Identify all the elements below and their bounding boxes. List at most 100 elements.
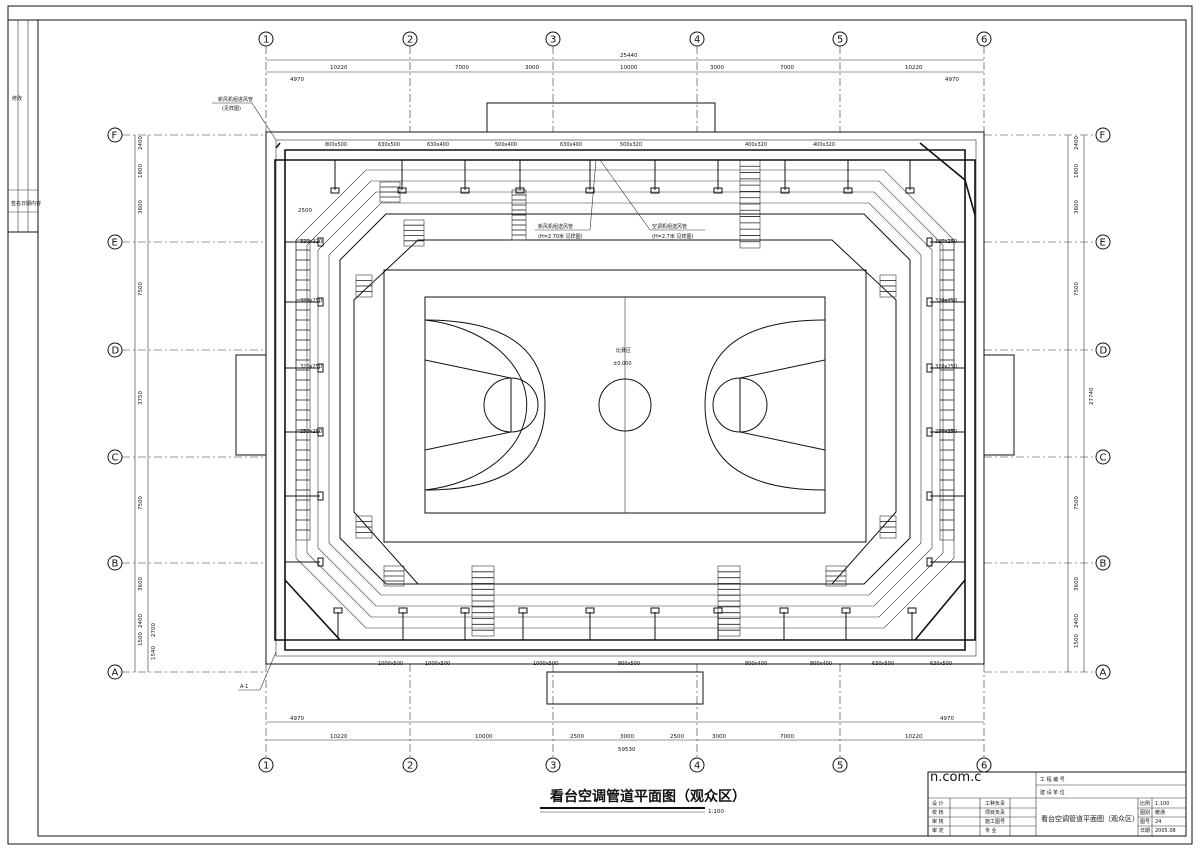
- diffuser-top-8: [780, 187, 790, 194]
- bottom-entrance: [546, 671, 704, 705]
- dim-bottom-seg-1: 10220: [330, 734, 348, 740]
- axis-label-row-D-right: D: [1100, 346, 1108, 357]
- left-revision-strip: 修改 签名 日期 内容: [7, 19, 41, 233]
- dim-right-9: 1500: [1074, 634, 1080, 648]
- tb-design: 设 计: [932, 800, 944, 807]
- axis-bubble-row-A-right: [1095, 664, 1111, 680]
- strip-label-2: 签名: [11, 200, 21, 207]
- tb-meta-type-label: 图别: [1140, 809, 1150, 816]
- axis-label-row-B-left: B: [112, 559, 119, 570]
- axis-label-col-4-bottom: 4: [694, 761, 700, 772]
- note-top-left: 新风机组进风管: [218, 96, 253, 103]
- dim-top-seg-1: 10220: [330, 65, 348, 71]
- axis-label-row-F-left: F: [112, 131, 118, 142]
- stair-tl-1: [403, 219, 425, 247]
- duct-label-right-2: 320x250: [935, 298, 957, 304]
- dim-left-5: 3750: [138, 391, 144, 405]
- title-block: 设 计 校 核 审 核 审 定 工种负责 项目负责 施工图号 专 业 工 程 编…: [927, 770, 1187, 837]
- dim-left-1: 2400: [138, 136, 144, 150]
- diffuser-left-1: [317, 237, 324, 247]
- dimension-left: 2400180036007500375075003600240015002700…: [134, 135, 157, 672]
- dim-top-seg-2: 7000: [455, 65, 469, 71]
- stairs: [295, 159, 955, 637]
- axis-bubble-col-1-bottom: [258, 757, 274, 773]
- arena-floor: [383, 269, 867, 543]
- axis-bubble-row-C-left: [107, 449, 123, 465]
- dim-right-5: 27740: [1089, 387, 1095, 405]
- diffuser-top-9: [843, 187, 853, 194]
- tb-project-lead: 项目负责: [985, 809, 1005, 816]
- drawing-title-area: 看台空调管道平面图（观众区） 1:100: [540, 788, 746, 815]
- tb-check: 校 核: [932, 809, 944, 816]
- axis-bubble-row-A-left: [107, 664, 123, 680]
- dim-bottom-total: 59530: [618, 747, 636, 753]
- diffuser-bottom-10: [907, 607, 917, 614]
- strip-label-4: 内容: [31, 200, 41, 207]
- note-left-dim: 2500: [298, 208, 312, 214]
- axis-label-col-3-top: 3: [550, 35, 556, 46]
- duct-label-right-4: 250x250: [935, 429, 957, 435]
- duct-label-top-2: 630x500: [378, 142, 400, 148]
- duct-label-top-8: 400x320: [813, 142, 835, 148]
- air-ducts: [274, 142, 976, 651]
- dim-left-4: 7500: [138, 282, 144, 296]
- diffuser-top-7: [713, 187, 723, 194]
- diffuser-top-1: [330, 187, 340, 194]
- diffuser-right-6: [926, 557, 933, 567]
- duct-label-bottom-6: 800x400: [810, 661, 832, 667]
- diffuser-top-10: [905, 187, 915, 194]
- dim-bottom-seg-2: 10000: [475, 734, 493, 740]
- axis-label-col-3-bottom: 3: [550, 761, 556, 772]
- inner-border: [37, 19, 1187, 837]
- seating-tier-3: [317, 191, 933, 607]
- left-entrance: [235, 354, 267, 456]
- tb-approve: 审 定: [932, 827, 944, 834]
- dim-top-seg-4: 10000: [620, 65, 638, 71]
- tb-meta-date-label: 日期: [1140, 828, 1150, 834]
- dim-right-2: 1800: [1074, 164, 1080, 178]
- dim-top-seg-5: 3000: [710, 65, 724, 71]
- duct-label-bottom-8: 630x500: [930, 661, 952, 667]
- axis-label-row-C-left: C: [112, 453, 119, 464]
- tb-discipline-lead: 工种负责: [985, 800, 1005, 807]
- diffuser-bottom-6: [650, 607, 660, 614]
- tb-meta-date: 2005.08: [1155, 828, 1176, 834]
- left-duct: [274, 159, 286, 641]
- axis-label-col-4-top: 4: [694, 35, 700, 46]
- duct-label-top-7: 400x320: [745, 142, 767, 148]
- dim-left-11: 1540: [151, 646, 157, 660]
- diffuser-right-5: [926, 491, 933, 501]
- axis-label-col-1-top: 1: [263, 35, 269, 46]
- tb-meta-scale: 1:100: [1155, 801, 1169, 807]
- duct-branches: [285, 160, 965, 640]
- axis-label-row-F-right: F: [1100, 131, 1106, 142]
- tb-client: 建 设 单 位: [1040, 789, 1065, 796]
- dimension-top: 25440 10220 7000 3000 10000 3000 7000 10…: [266, 53, 984, 83]
- duct-label-right-1: 320x250: [935, 239, 957, 245]
- dim-bottom-seg-3: 2500: [570, 734, 584, 740]
- dim-left-6: 7500: [138, 496, 144, 510]
- axis-label-row-A-right: A: [1100, 668, 1107, 679]
- dim-left-9: 1500: [138, 632, 144, 646]
- dim-bottom-seg-7: 7000: [780, 734, 794, 740]
- dimension-bottom: 4970 4970 10220 10000 2500 3000 2500 300…: [266, 716, 984, 753]
- diffuser-left-2: [317, 297, 324, 307]
- axis-bubble-col-5-bottom: [832, 757, 848, 773]
- diffuser-left-5: [317, 491, 324, 501]
- dim-left-8: 2400: [138, 614, 144, 628]
- axis-bubble-row-D-left: [107, 342, 123, 358]
- diffuser-bottom-2: [398, 607, 408, 614]
- diffuser-top-2: [397, 187, 407, 194]
- duct-label-bottom-2: 1000x500: [425, 661, 450, 667]
- right-three-point-arc: [704, 319, 826, 491]
- dim-bottom-seg-6: 3000: [712, 734, 726, 740]
- duct-label-top-3: 630x400: [427, 142, 449, 148]
- duct-label-top-5: 630x400: [560, 142, 582, 148]
- axis-label-row-B-right: B: [1100, 559, 1107, 570]
- diffuser-bottom-5: [585, 607, 595, 614]
- duct-label-top-6: 500x320: [620, 142, 642, 148]
- diffuser-left-4: [317, 427, 324, 437]
- top-duct: [284, 149, 966, 161]
